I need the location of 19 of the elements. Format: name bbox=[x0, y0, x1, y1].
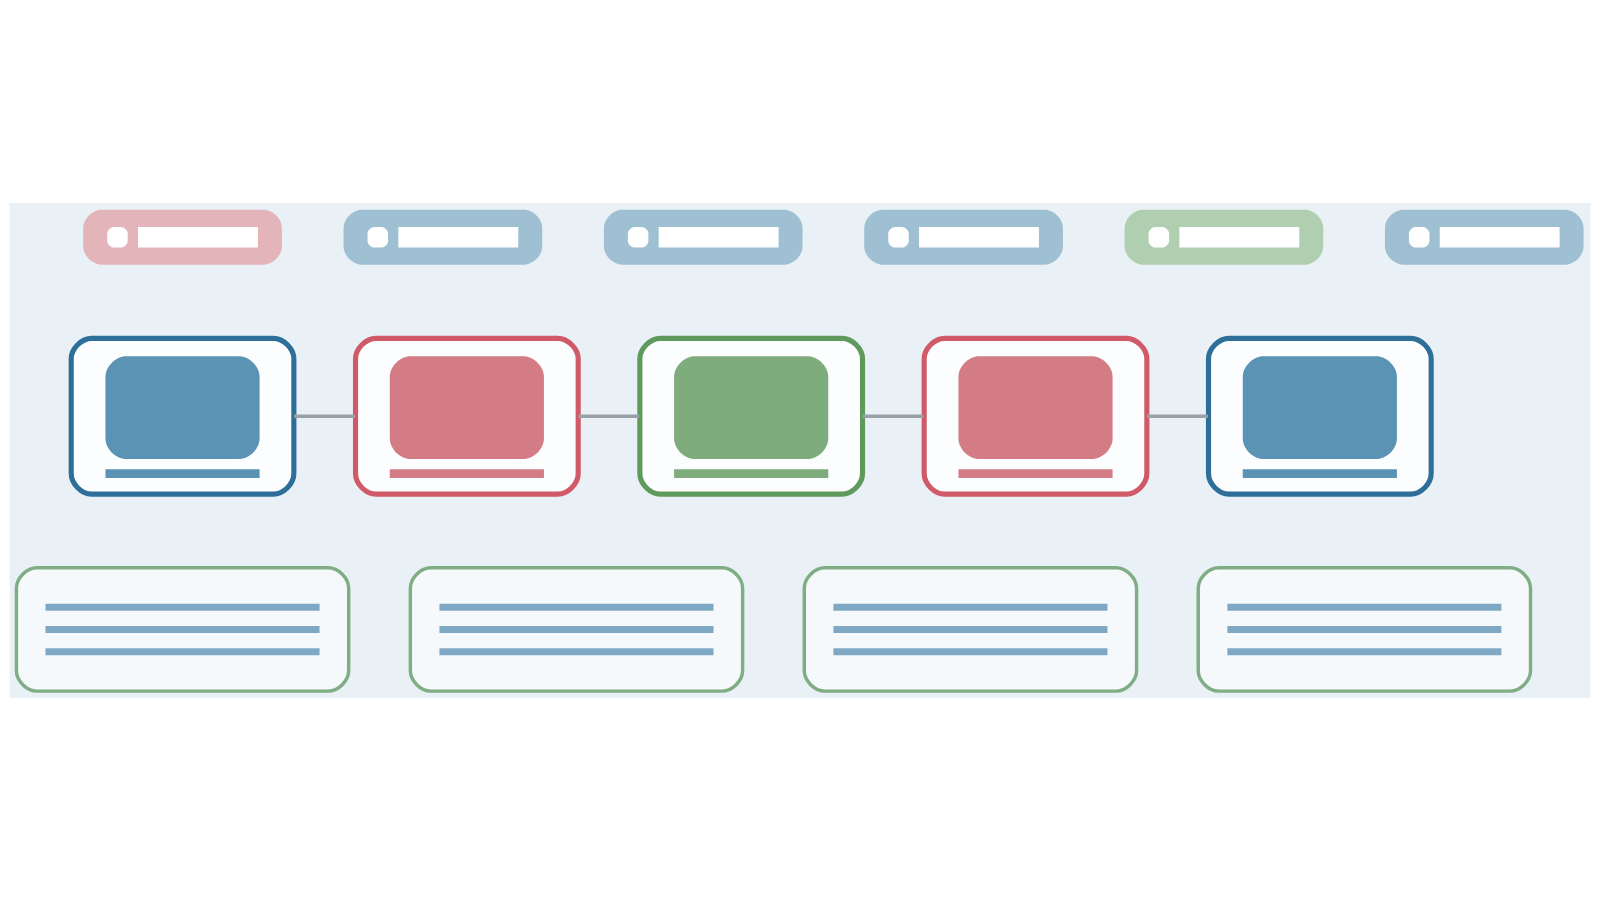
node-bar bbox=[1124, 209, 1324, 265]
node-box bbox=[921, 335, 1150, 497]
node-box bbox=[802, 565, 1139, 693]
node-box bbox=[352, 335, 581, 497]
connector bbox=[1147, 414, 1208, 418]
connector bbox=[862, 414, 924, 418]
node-box bbox=[408, 565, 745, 693]
node-bar bbox=[864, 209, 1063, 265]
node-box bbox=[14, 565, 351, 693]
node-bar bbox=[83, 209, 282, 265]
node-bar bbox=[1384, 209, 1584, 265]
connector bbox=[294, 414, 355, 418]
connector bbox=[578, 414, 640, 418]
node-box bbox=[1205, 335, 1434, 497]
node-box bbox=[637, 335, 866, 497]
node-bar bbox=[343, 209, 543, 265]
node-bar bbox=[603, 209, 803, 265]
node-box bbox=[1196, 565, 1533, 693]
node-box bbox=[68, 335, 297, 497]
